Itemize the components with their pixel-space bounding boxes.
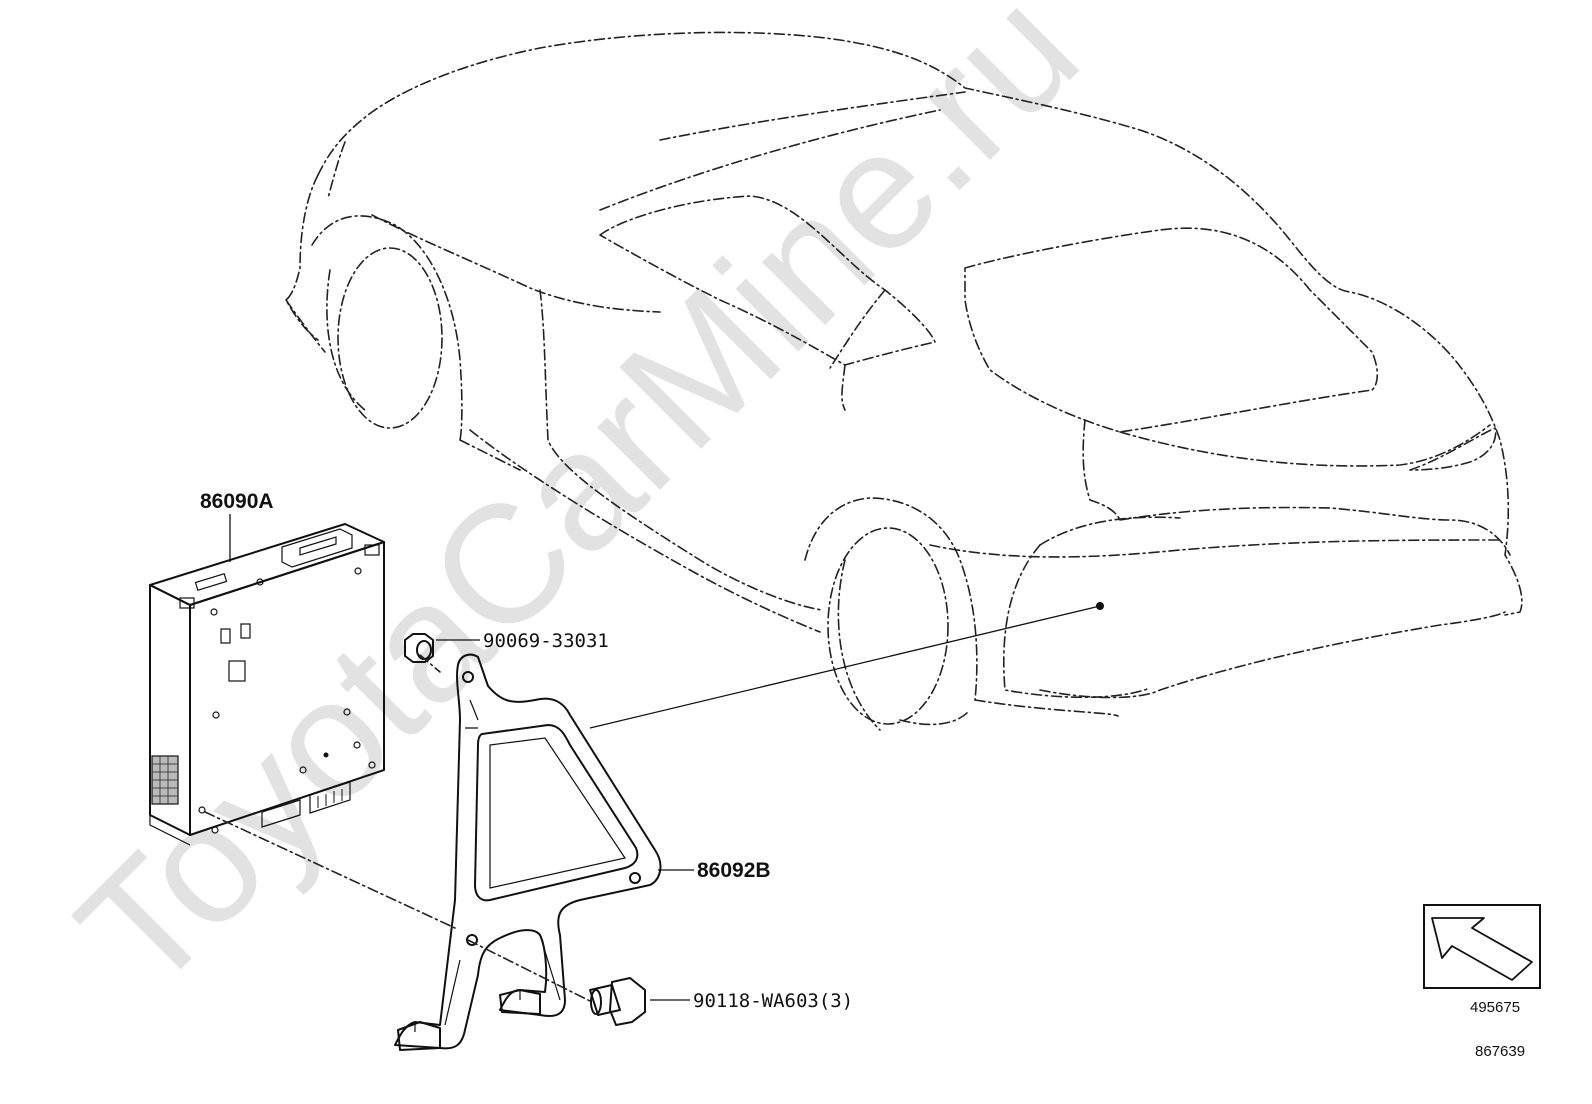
bolt-dashed-line: [467, 939, 593, 1003]
bracket-86092b: [394, 653, 662, 1051]
callout-90118-wa603: 90118-WA603(3): [693, 990, 853, 1012]
location-leader-line: [589, 605, 1101, 729]
nut-dashed-line: [419, 654, 441, 673]
figure-code: 867639: [1475, 1043, 1525, 1060]
view-direction-arrow-icon: [1423, 904, 1541, 989]
callout-86090a: 86090A: [200, 490, 274, 513]
callout-86092b: 86092B: [697, 859, 771, 882]
control-module-86090a: [149, 523, 385, 846]
car-outline: [285, 31, 1523, 731]
callout-90069-33031: 90069-33031: [483, 630, 609, 652]
mounting-dashed-line: [204, 811, 456, 929]
bolt-90118-wa603: [589, 977, 646, 1026]
view-code: 495675: [1470, 999, 1520, 1016]
